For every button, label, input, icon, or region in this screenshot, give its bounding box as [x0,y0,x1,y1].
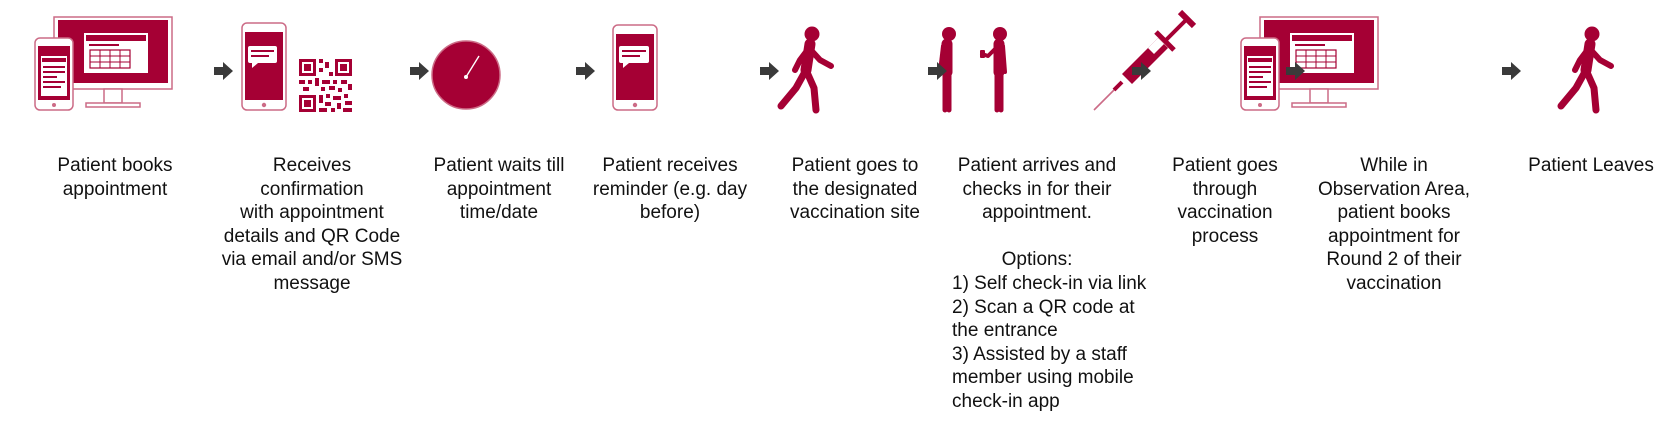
label-line: details and QR Code [223,225,401,247]
label-line: Patient Leaves [1528,155,1654,176]
label-line: vaccination [1177,202,1273,223]
option-item: 2) Scan a QR code at [952,296,1135,318]
step-label-book-appointment: Patient books appointment [40,154,190,201]
step-label-receives-confirmation: Receives confirmation with appointment d… [212,154,412,295]
arrow-right-icon [410,62,430,85]
label-line: before) [639,202,701,223]
phone-message-icon [612,24,660,112]
label-line: through [1192,178,1258,200]
label-line: While in [1360,155,1428,176]
arrow-right-icon [1132,62,1152,85]
desktop-and-phone-icon [34,16,174,112]
label-line: checks in for their [962,178,1112,200]
label-line: appointment [446,178,552,200]
label-line: Patient waits till [433,155,565,176]
arrow-right-icon [214,62,234,85]
label-line: with appointment [240,202,384,223]
label-line: via email and/or SMS [221,249,403,270]
option-item: check-in app [952,390,1060,412]
step-label-goes-to-site: Patient goes to the designated vaccinati… [780,154,930,225]
step-label-observation-area: While in Observation Area, patient books… [1304,154,1484,295]
arrow-right-icon [576,62,596,85]
arrow-right-icon [760,62,780,85]
arrow-right-icon [928,62,948,85]
option-item: the entrance [952,320,1058,341]
options-title: Options: [1001,249,1073,270]
label-line: vaccination [1346,272,1442,294]
label-line: process [1191,225,1259,247]
step-label-arrives-checks-in: Patient arrives and checks in for their … [946,154,1128,272]
label-line: appointment for [1327,225,1461,247]
label-line: patient books [1337,202,1451,223]
label-line: reminder (e.g. day [592,178,748,200]
arrow-right-icon [1502,62,1522,85]
label-line: appointment [62,178,168,200]
syringe-icon [1092,8,1198,112]
label-line: appointment. [982,202,1092,223]
label-line: message [273,272,351,294]
phone-message-and-qr-code-icon [241,22,357,112]
step-label-receives-reminder: Patient receives reminder (e.g. day befo… [590,154,750,225]
label-line: Patient arrives and [957,155,1117,176]
step-label-vaccination-process: Patient goes through vaccination process [1160,154,1290,248]
label-line: time/date [459,202,539,223]
label-line: Patient books [57,155,173,176]
check-in-options-list: 1) Self check-in via link 2) Scan a QR c… [952,272,1147,413]
option-item: 3) Assisted by a staff [952,343,1127,365]
label-line: confirmation [260,178,364,200]
label-line: Patient goes to [791,155,919,176]
walking-person-icon [776,26,836,114]
label-line: Patient goes [1172,155,1278,176]
desktop-and-phone-icon [1240,16,1380,112]
clock-icon [430,39,502,111]
option-item: 1) Self check-in via link [952,273,1147,294]
option-item: member using mobile [952,367,1134,388]
label-line: the designated [792,178,918,200]
spacer [946,225,1128,249]
label-line: Patient receives [602,155,738,176]
label-line: Receives [272,155,352,176]
label-line: vaccination site [790,202,920,223]
step-label-waits: Patient waits till appointment time/date [424,154,574,225]
label-line: Observation Area, [1317,178,1471,200]
two-people-icon [936,26,1018,114]
walking-person-icon [1556,26,1616,114]
label-line: Round 2 of their [1326,249,1462,270]
step-label-patient-leaves: Patient Leaves [1516,154,1666,178]
arrow-right-icon [1286,62,1306,85]
